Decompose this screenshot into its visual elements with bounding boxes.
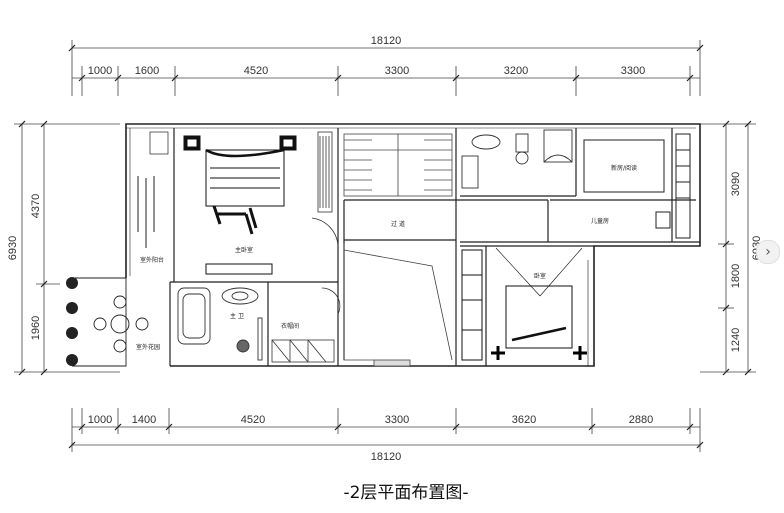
bottom-segment-dimension: 2880 <box>629 414 653 426</box>
right-dimension-lines <box>700 123 756 373</box>
top-segment-dimension: 3200 <box>504 65 528 77</box>
top-total-dimension: 18120 <box>371 35 402 47</box>
room-label-outdoor-garden: 室外花园 <box>136 343 160 351</box>
top-dimension-ticks <box>68 44 704 82</box>
room-label-outdoor-balcony: 室外阳台 <box>140 256 164 264</box>
bottom-dimension-ticks <box>68 423 704 449</box>
garden-furniture <box>72 277 149 367</box>
bath2-fixtures <box>461 129 573 189</box>
bottom-segment-dimension: 3620 <box>512 414 536 426</box>
right-inner-dimension: 1240 <box>730 328 742 352</box>
room-label-study: 新房/阅读 <box>611 164 637 172</box>
bottom-total-dimension: 18120 <box>371 451 402 463</box>
wardrobe-master <box>311 131 339 247</box>
plus-mark-icon <box>491 346 587 360</box>
top-segment-dimension: 4520 <box>244 65 268 77</box>
cloakroom-fixtures <box>271 287 341 363</box>
room-label-master-bedroom: 主卧室 <box>235 246 253 254</box>
left-inner-dimension: 1960 <box>30 316 42 340</box>
staircase <box>343 133 453 367</box>
room-label-kids-room: 儿童房 <box>591 217 609 225</box>
top-dimension-lines <box>71 40 701 96</box>
next-arrow-button[interactable]: › <box>756 240 780 264</box>
top-segment-dimension: 1000 <box>88 65 112 77</box>
left-dimension-ticks <box>18 120 48 376</box>
room-label-cloakroom: 衣帽间 <box>281 322 299 330</box>
right-inner-dimension: 3090 <box>730 172 742 196</box>
top-segment-dimension: 3300 <box>385 65 409 77</box>
study-furniture <box>583 133 691 239</box>
bath-fixtures <box>177 287 263 361</box>
left-outer-dimension: 6930 <box>7 236 19 260</box>
left-inner-dimension: 4370 <box>30 194 42 218</box>
bottom-segment-dimension: 4520 <box>241 414 265 426</box>
bottom-segment-dimension: 1000 <box>88 414 112 426</box>
top-segment-dimension: 3300 <box>621 65 645 77</box>
master-bed <box>183 135 297 275</box>
bottom-segment-dimension: 1400 <box>132 414 156 426</box>
bottom-segment-dimension: 3300 <box>385 414 409 426</box>
room-label-corridor: 过 道 <box>391 220 405 228</box>
plant-icon <box>66 277 78 366</box>
plan-title: -2层平面布置图- <box>343 483 468 503</box>
room-label-bedroom: 卧室 <box>534 272 546 280</box>
right-inner-dimension: 1800 <box>730 264 742 288</box>
outer-walls <box>125 123 701 367</box>
right-dimension-ticks <box>722 120 752 376</box>
left-dimension-lines <box>14 123 120 373</box>
top-segment-dimension: 1600 <box>135 65 159 77</box>
bedroom-furniture <box>461 247 589 366</box>
balcony-rails <box>137 131 169 248</box>
room-label-master-bath: 主 卫 <box>230 312 244 320</box>
